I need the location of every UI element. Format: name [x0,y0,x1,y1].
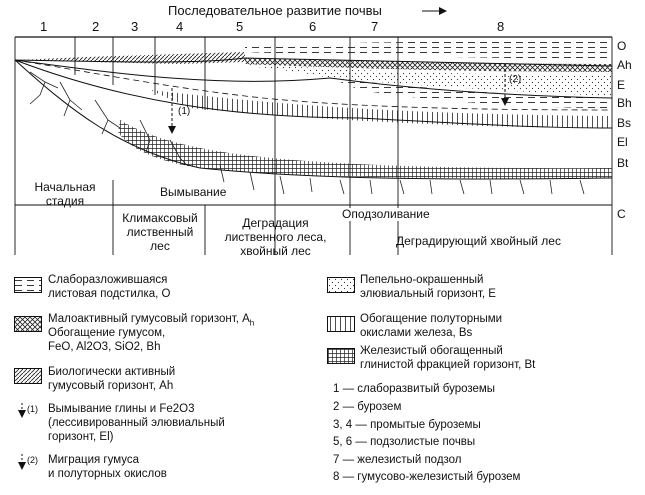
soil-type-item: 7 — железистый подзол [333,454,462,466]
legend-ash-line1: Пепельно-окрашенный [360,274,484,286]
horizon-label: Bt [617,156,629,170]
arrow-1-label: (1) [178,106,191,117]
legend-litter-line2: листовая подстилка, O [48,288,171,300]
legend-low-humus-line2: Обогащение гумусом, [48,327,166,339]
stage-number: 1 [40,19,48,34]
legend-low-humus-line3: FeO, Al2O3, SiO2, Bh [48,341,161,353]
legend-ferruginous-line1: Железистый обогащенный [360,345,503,357]
litter-layer [245,41,612,60]
legend-swatch-active-humus [14,368,42,384]
stage-number: 3 [131,19,139,34]
legend-swatch-ash-eluvial [327,277,355,293]
initial-stage-label: Начальная стадия [34,180,96,208]
bt-layer [118,120,612,179]
stage-number: 2 [92,19,100,34]
soil-type-item: 8 — гумусово-железистый бурозем [333,471,521,483]
legend-swatch-sesquioxide [327,316,355,332]
horizon-label: Bs [617,116,632,130]
legend-swatch-litter [14,277,42,293]
stage-number: 8 [497,19,505,34]
horizon-label: Bh [617,96,632,110]
horizon-label: El [617,135,628,149]
legend-marker-2: (2) [27,455,38,465]
legend-sesquioxide-line2: окислами железа, Bs [360,327,473,339]
podzolization-label: Оподзоливание [340,207,432,221]
stage-number: 7 [371,19,379,34]
legend-ferruginous-line2: глинистой фракцией горизонт, Bt [360,359,536,371]
horizon-label: C [617,207,626,221]
legend-low-humus-line1: Малоактивный гумусовый горизонт, Ah [48,313,255,328]
horizon-label: E [617,78,626,92]
bh-layer [330,78,612,108]
arrow-2-label: (2) [509,74,522,85]
legend-active-humus-line1: Биологически активный [48,366,176,378]
legend-migration-line2: и полуторных окислов [48,468,167,480]
legend-migration-line1: Миграция гумуса [48,454,140,466]
legend-litter-line1: Слаборазложившаяся [48,274,168,286]
soil-type-item: 5, 6 — подзолистые почвы [333,436,476,448]
degradation-forest-label: Деградация лиственного леса, хвойный лес [224,216,327,258]
legend-swatch-low-humus [14,316,42,332]
legend-swatch-ferruginous [327,348,355,364]
legend-leaching-line2: (лессивированный элювиальный [48,417,225,429]
eluvial-layer [245,64,612,96]
diagram-title: Последовательное развитие почвы [168,3,382,18]
stage-number: 5 [236,19,244,34]
horizon-label: O [617,39,627,53]
leaching-label: Вымывание [158,185,229,199]
horizon-label: Ah [617,58,632,72]
legend-active-humus-line2: гумусовый горизонт, Ah [48,380,174,392]
conifer-forest-label: Деградирующий хвойный лес [396,234,561,248]
soil-type-item: 3, 4 — промытые буроземы [333,419,481,431]
soil-type-item: 1 — слаборазвитый буроземы [333,383,496,395]
legend-leaching-line3: горизонт, El) [48,431,114,443]
stage-number: 4 [176,19,184,34]
legend-marker-1: (1) [27,404,38,414]
legend-leaching-line1: Вымывание глины и Fe2O3 [48,403,195,415]
low-activity-humus-layer [245,58,612,72]
climax-forest-label: Климаксовый лиственный лес [122,211,198,253]
bs-layer [150,90,612,128]
legend-ash-line2: элювиальный горизонт, E [360,288,496,300]
soil-type-item: 2 — бурозем [333,401,402,413]
legend-sesquioxide-line1: Обогащение полуторными [360,313,503,325]
stage-number: 6 [309,19,317,34]
